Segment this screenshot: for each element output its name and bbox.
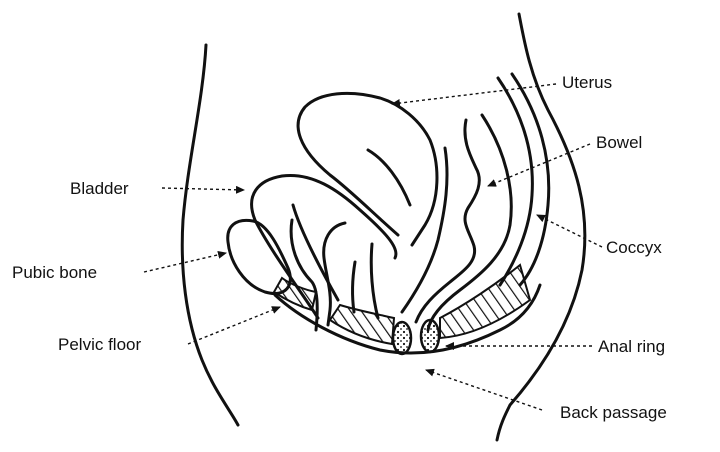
label-bowel: Bowel bbox=[596, 134, 642, 151]
back-passage-leader bbox=[426, 370, 542, 410]
anal-ring-right bbox=[421, 320, 439, 352]
uterus-inner-line bbox=[368, 150, 410, 205]
uterus-leader bbox=[392, 84, 556, 104]
pelvic-floor-mid-muscle bbox=[330, 305, 394, 344]
bowel-wall bbox=[402, 148, 447, 312]
label-back-passage: Back passage bbox=[560, 404, 667, 421]
pelvic-floor-leader bbox=[188, 307, 280, 344]
label-pubic-bone: Pubic bone bbox=[12, 264, 97, 281]
coccyx-curve-1 bbox=[498, 78, 532, 285]
vagina-right bbox=[353, 262, 355, 312]
coccyx-leader bbox=[537, 215, 602, 247]
anal-ring-left bbox=[393, 322, 411, 354]
label-pelvic-floor: Pelvic floor bbox=[58, 336, 141, 353]
body-front-outline bbox=[182, 45, 238, 425]
label-coccyx: Coccyx bbox=[606, 239, 662, 256]
pubic-bone-leader bbox=[144, 253, 226, 272]
label-bladder: Bladder bbox=[70, 180, 129, 197]
label-uterus: Uterus bbox=[562, 74, 612, 91]
vagina-channel bbox=[371, 244, 378, 318]
uterus-shape bbox=[298, 93, 437, 245]
bowel-leader bbox=[488, 144, 590, 186]
pelvic-floor-right-muscle bbox=[440, 265, 530, 338]
bowel-inner bbox=[416, 120, 479, 322]
label-anal-ring: Anal ring bbox=[598, 338, 665, 355]
bladder-leader bbox=[162, 188, 244, 190]
